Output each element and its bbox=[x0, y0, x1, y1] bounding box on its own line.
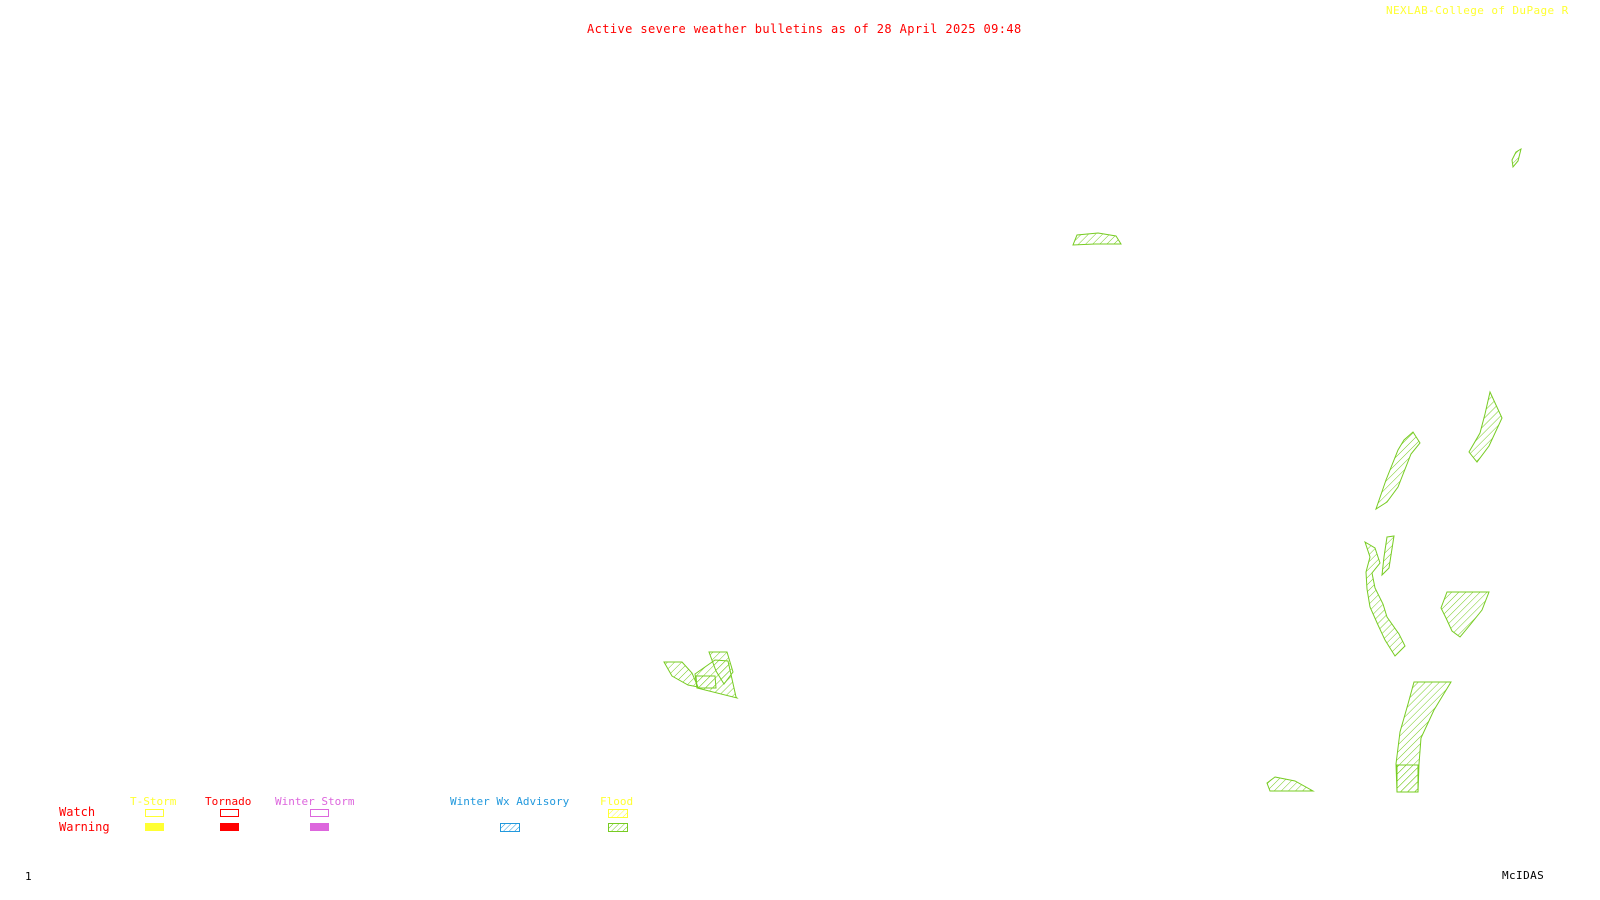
legend-flood-watch-swatch bbox=[608, 809, 628, 818]
legend-tstorm-warning-swatch bbox=[145, 823, 164, 831]
flood-polygon[interactable] bbox=[708, 651, 734, 685]
legend-warning-label: Warning bbox=[59, 820, 110, 834]
flood-polygon[interactable] bbox=[1266, 776, 1315, 792]
flood-polygon[interactable] bbox=[663, 661, 699, 688]
flood-polygon[interactable] bbox=[1440, 591, 1490, 638]
software-label: McIDAS bbox=[1502, 869, 1545, 882]
legend-tornado-watch-swatch bbox=[220, 809, 239, 817]
flood-polygon[interactable] bbox=[1511, 147, 1522, 169]
legend-tstorm-watch-swatch bbox=[145, 809, 164, 817]
legend-winter-wx-advisory-swatch bbox=[500, 823, 520, 832]
legend-watch-label: Watch bbox=[59, 805, 96, 819]
page-title: Active severe weather bulletins as of 28… bbox=[587, 22, 1022, 36]
flood-polygon[interactable] bbox=[695, 675, 717, 689]
flood-polygon[interactable] bbox=[1375, 431, 1421, 511]
flood-polygon[interactable] bbox=[1468, 390, 1503, 463]
legend-tornado-label: Tornado bbox=[205, 795, 252, 808]
legend-winter-storm-warning-swatch bbox=[310, 823, 329, 831]
legend-winter-wx-advisory-label: Winter Wx Advisory bbox=[450, 795, 570, 808]
credit-label: NEXLAB-College of DuPage R bbox=[1386, 4, 1569, 17]
flood-polygon[interactable] bbox=[1364, 540, 1406, 657]
legend-flood-warning-swatch bbox=[608, 823, 628, 832]
legend-tornado-warning-swatch bbox=[220, 823, 239, 831]
legend-tstorm-label: T-Storm bbox=[130, 795, 177, 808]
frame-number: 1 bbox=[25, 870, 33, 883]
legend-winter-storm-label: Winter Storm bbox=[275, 795, 355, 808]
flood-polygon[interactable] bbox=[1072, 232, 1122, 246]
flood-polygon[interactable] bbox=[1381, 535, 1395, 577]
legend-winter-storm-watch-swatch bbox=[310, 809, 329, 817]
flood-polygon[interactable] bbox=[1396, 764, 1419, 793]
legend-flood-label: Flood bbox=[600, 795, 634, 808]
